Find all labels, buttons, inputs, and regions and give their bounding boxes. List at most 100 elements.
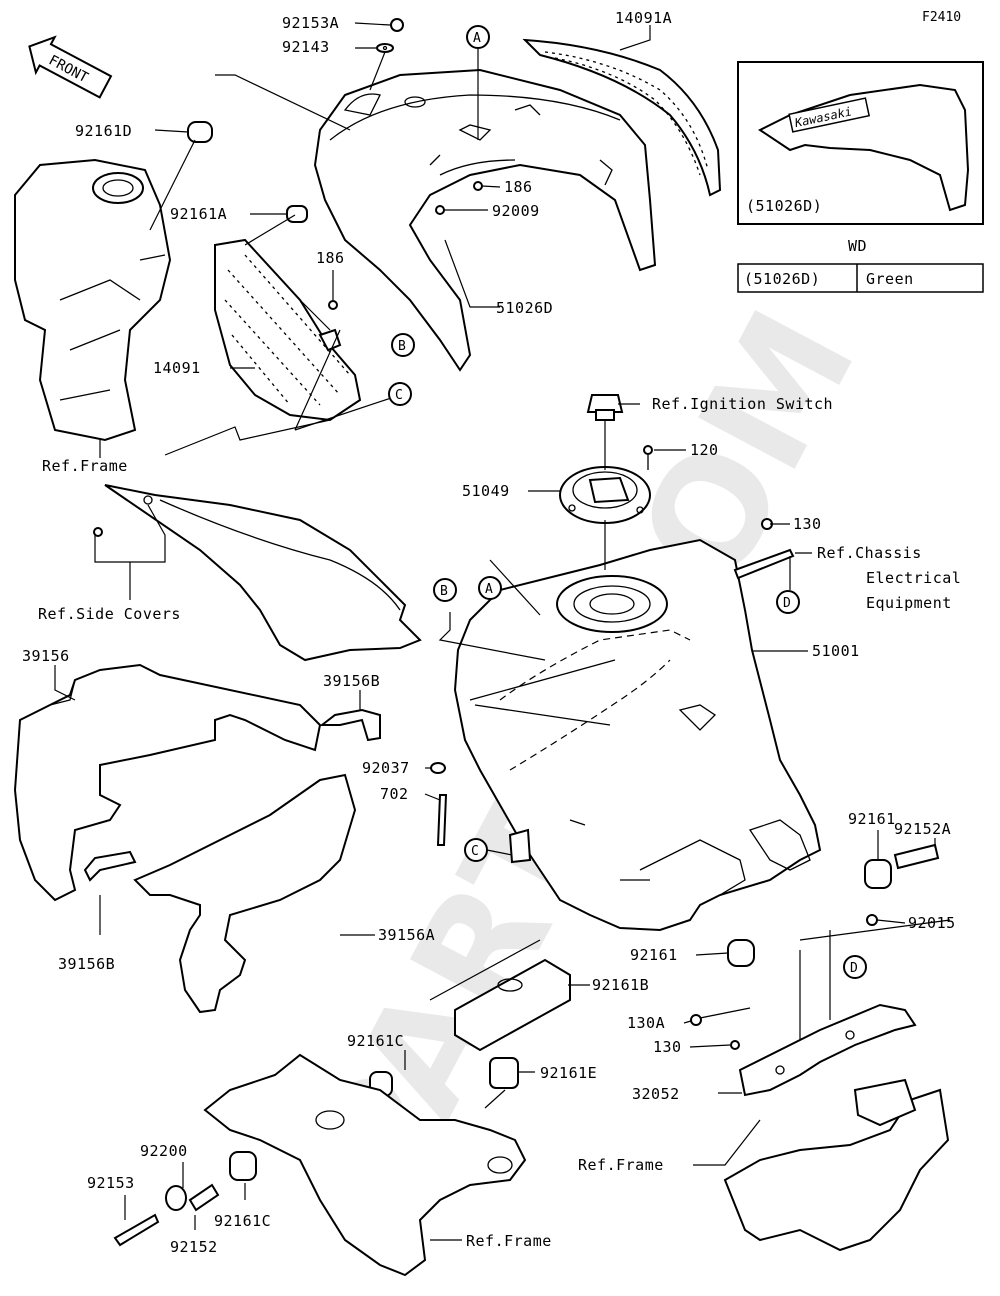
callout-D-chassis: D xyxy=(776,590,800,614)
svg-text:D: D xyxy=(850,961,858,976)
figure-code: F2410 xyxy=(922,10,961,25)
label-92200: 92200 xyxy=(140,1142,188,1160)
bracket-32052 xyxy=(738,1003,917,1097)
label-92015: 92015 xyxy=(908,914,956,932)
callout-C-bracket: C xyxy=(464,838,488,862)
label-130A: 130A xyxy=(627,1014,665,1032)
grille-14091A xyxy=(522,38,722,197)
bolt-92153A xyxy=(390,18,404,32)
label-51001: 51001 xyxy=(812,642,860,660)
washer-92143 xyxy=(376,43,394,53)
inset-panel: Kawasaki (51026D) xyxy=(737,61,984,225)
frame-lower-left xyxy=(203,1053,527,1277)
bolt-92153 xyxy=(113,1213,160,1247)
label-ref-frame-1: Ref.Frame xyxy=(42,457,128,475)
label-92143: 92143 xyxy=(282,38,330,56)
heat-shield-39156 xyxy=(13,663,322,902)
strap-chassis xyxy=(733,548,795,580)
label-32052: 32052 xyxy=(632,1085,680,1103)
callout-B-tank: B xyxy=(433,578,457,602)
label-702: 702 xyxy=(380,785,409,803)
svg-text:B: B xyxy=(440,584,448,599)
side-cover xyxy=(104,484,422,662)
screw-side-cover xyxy=(93,527,103,537)
shield-clip-39156B-top xyxy=(319,708,381,742)
label-92161C-top: 92161C xyxy=(347,1032,404,1050)
leader-lines xyxy=(54,22,951,1241)
callout-A-top: A xyxy=(466,25,490,49)
label-ref-frame-3: Ref.Frame xyxy=(466,1232,552,1250)
label-92153A: 92153A xyxy=(282,14,339,32)
callout-B-top: B xyxy=(391,333,415,357)
frame-upper-left xyxy=(14,158,172,442)
label-39156B-top: 39156B xyxy=(323,672,380,690)
label-186a: 186 xyxy=(504,178,533,196)
label-ref-ignition: Ref.Ignition Switch xyxy=(652,395,833,413)
label-ref-side-covers: Ref.Side Covers xyxy=(38,605,181,623)
inset-part-label: (51026D) xyxy=(746,197,822,215)
label-39156B-bottom: 39156B xyxy=(58,955,115,973)
ignition-cylinder xyxy=(586,394,624,421)
nut-92015 xyxy=(866,914,878,926)
front-arrow-icon: FRONT xyxy=(28,35,113,99)
label-39156A: 39156A xyxy=(378,926,435,944)
label-14091A: 14091A xyxy=(615,9,672,27)
label-92161C-bottom: 92161C xyxy=(214,1212,271,1230)
callout-D-bracket: D xyxy=(843,955,867,979)
heat-shield-39156A xyxy=(133,773,357,1014)
label-51026D: 51026D xyxy=(496,299,553,317)
shield-clip-39156B-bottom xyxy=(83,850,137,882)
svg-text:C: C xyxy=(395,388,403,403)
label-ref-chassis-2: Electrical xyxy=(866,569,961,587)
washer-92200 xyxy=(165,1185,187,1211)
label-130b: 130 xyxy=(653,1038,682,1056)
label-130a: 130 xyxy=(793,515,822,533)
label-92161-right: 92161 xyxy=(848,810,896,828)
damper-92161B xyxy=(454,958,571,1052)
svg-text:D: D xyxy=(783,596,791,611)
label-39156: 39156 xyxy=(22,647,70,665)
color-table-color: Green xyxy=(866,270,914,288)
label-186b: 186 xyxy=(316,249,345,267)
svg-text:A: A xyxy=(473,31,481,46)
grille-14091 xyxy=(214,238,362,422)
grommet-92161-right xyxy=(864,859,892,889)
screw-186a xyxy=(473,181,483,191)
label-92161-mid: 92161 xyxy=(630,946,678,964)
damper-92161E xyxy=(489,1057,519,1089)
callout-C-top: C xyxy=(388,382,412,406)
bracket-C xyxy=(508,828,532,864)
svg-text:B: B xyxy=(398,339,406,354)
collar-92152 xyxy=(188,1183,220,1212)
grommet-92161C-bottom xyxy=(229,1151,257,1181)
color-table-code: (51026D) xyxy=(744,270,820,288)
label-92161E: 92161E xyxy=(540,1064,597,1082)
screw-186b xyxy=(328,300,338,310)
label-92152: 92152 xyxy=(170,1238,218,1256)
label-92161A: 92161A xyxy=(170,205,227,223)
label-51049: 51049 xyxy=(462,482,510,500)
label-92161B: 92161B xyxy=(592,976,649,994)
part-labels: 92153A 92143 14091A 92161D 186 92161A 92… xyxy=(22,9,961,1256)
screw-92009 xyxy=(435,205,445,215)
color-table-title: WD xyxy=(848,237,867,255)
bolt-130-bottom xyxy=(730,1040,740,1050)
label-ref-chassis-3: Equipment xyxy=(866,594,952,612)
fuel-tank-cover xyxy=(313,68,657,372)
grommet-92161A xyxy=(286,205,308,223)
label-120: 120 xyxy=(690,441,719,459)
label-14091: 14091 xyxy=(153,359,201,377)
label-92037: 92037 xyxy=(362,759,410,777)
label-92152A: 92152A xyxy=(894,820,951,838)
fuel-cap xyxy=(559,466,651,524)
color-table: WD (51026D) Green xyxy=(737,237,984,293)
bolt-120 xyxy=(643,445,653,470)
callout-A-tank: A xyxy=(478,576,502,600)
fuel-tank xyxy=(453,538,822,932)
pin-702 xyxy=(436,794,448,846)
svg-text:C: C xyxy=(471,844,479,859)
kawasaki-decal: Kawasaki xyxy=(788,97,871,133)
collar-92152A xyxy=(893,843,940,870)
